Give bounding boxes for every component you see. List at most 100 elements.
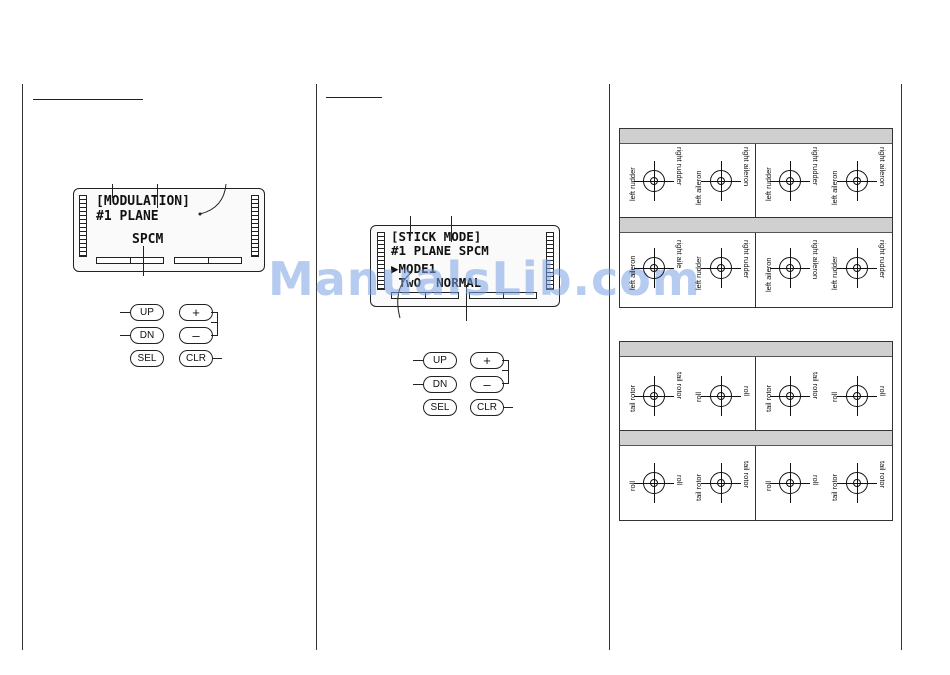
lcd-left-trim-bar — [377, 232, 385, 290]
plus-key[interactable]: + — [470, 352, 504, 369]
callout-line — [410, 216, 411, 236]
stick-label: left rudder — [830, 256, 839, 290]
stick-crosshair-icon — [837, 376, 877, 416]
stick-label: right aileron — [878, 147, 887, 187]
down-key[interactable]: DN — [130, 327, 164, 344]
clear-key[interactable]: CLR — [179, 350, 213, 367]
lcd-line-modulation: [MODULATION] — [96, 194, 190, 209]
stick-label: left aileron — [694, 170, 703, 205]
stick-crosshair-icon — [770, 248, 810, 288]
stick-label: right rudder — [878, 240, 887, 279]
lcd-bottom-trim-right — [174, 257, 242, 264]
lcd-line-model: #1 PLANE SPCM — [391, 243, 489, 258]
column-divider-2 — [609, 84, 610, 650]
lcd-line-mode: SPCM — [132, 232, 164, 247]
stick-crosshair-icon — [837, 463, 877, 503]
stick-label: right rudder — [742, 240, 751, 279]
stick-label: tail rotor — [830, 473, 839, 501]
key-dash — [413, 360, 423, 361]
callout-line — [112, 184, 113, 198]
column-divider-1 — [316, 84, 317, 650]
left-border-line — [22, 84, 23, 650]
key-dash — [503, 407, 513, 408]
heli-stick-mode-table: tail rotor tail rotor roll roll tail rot… — [619, 341, 893, 521]
stick-label: right aileron — [811, 240, 820, 280]
stick-label: tail rotor — [675, 372, 684, 400]
stick-mode-lcd-screen: [STICK MODE] #1 PLANE SPCM ▶MODE1 TwO NO… — [370, 225, 560, 307]
stick-crosshair-icon — [634, 248, 674, 288]
stick-label: tail rotor — [764, 384, 773, 412]
stick-crosshair-icon — [701, 376, 741, 416]
lcd-line-model: #1 PLANE — [96, 209, 159, 224]
stick-crosshair-icon — [837, 248, 877, 288]
lcd-right-trim-bar — [251, 195, 259, 257]
cell-header — [756, 129, 892, 144]
up-key[interactable]: UP — [130, 304, 164, 321]
key-dash — [502, 370, 508, 371]
lcd-left-trim-bar — [79, 195, 87, 257]
stick-mode-cell: tail rotor tail rotor roll roll — [620, 342, 756, 430]
select-key[interactable]: SEL — [423, 399, 457, 416]
key-bracket — [502, 360, 509, 384]
stick-label: tail rotor — [878, 461, 887, 489]
stick-label: right aile — [675, 240, 684, 269]
stick-label: left rudder — [694, 256, 703, 290]
stick-label: tail rotor — [694, 473, 703, 501]
callout-arc — [198, 183, 227, 216]
up-key[interactable]: UP — [423, 352, 457, 369]
callout-line — [466, 285, 467, 321]
lcd-right-trim-bar — [546, 232, 554, 290]
plane-stick-mode-table: left rudder right rudder left aileron ri… — [619, 128, 893, 308]
stick-mode-cell: left rudder right rudder left aileron ri… — [756, 129, 892, 217]
stick-label: left aileron — [764, 257, 773, 292]
stick-label: tail rotor — [742, 461, 751, 489]
key-dash — [212, 358, 222, 359]
stick-mode-cell: left aileron right aile left rudder righ… — [620, 218, 756, 307]
cell-header — [756, 218, 892, 233]
lcd-line-stick-mode: [STICK MODE] — [391, 229, 482, 244]
key-dash — [120, 335, 130, 336]
minus-key[interactable]: – — [470, 376, 504, 393]
stick-label: left aileron — [830, 170, 839, 205]
stick-crosshair-icon — [634, 161, 674, 201]
cell-header — [756, 342, 892, 357]
stick-label: roll — [675, 475, 684, 486]
select-key[interactable]: SEL — [130, 350, 164, 367]
stick-mode-cell: roll roll tail rotor tail rotor — [620, 431, 756, 520]
stick-mode-cell: left rudder right rudder left aileron ri… — [620, 129, 756, 217]
modulation-lcd-screen: [MODULATION] #1 PLANE SPCM — [73, 188, 265, 272]
plus-key[interactable]: + — [179, 304, 213, 321]
right-border-line — [901, 84, 902, 650]
callout-line — [451, 216, 452, 242]
stick-mode-cell: tail rotor tail rotor roll roll — [756, 342, 892, 430]
stick-label: roll — [830, 391, 839, 402]
minus-key[interactable]: – — [179, 327, 213, 344]
clear-key[interactable]: CLR — [470, 399, 504, 416]
lcd-bottom-trim-left — [96, 257, 164, 264]
stick-crosshair-icon — [837, 161, 877, 201]
down-key[interactable]: DN — [423, 376, 457, 393]
stick-label: tail rotor — [628, 384, 637, 412]
stick-label: roll — [878, 386, 887, 397]
stick-crosshair-icon — [701, 161, 741, 201]
lcd-line-type: TwO NORMAL — [391, 275, 482, 290]
lcd-bottom-trim-left — [391, 292, 459, 299]
stick-label: right aileron — [742, 147, 751, 187]
stick-label: tail rotor — [811, 372, 820, 400]
stick-label: right rudder — [675, 147, 684, 186]
stick-crosshair-icon — [701, 248, 741, 288]
stick-crosshair-icon — [770, 161, 810, 201]
stick-label: roll — [628, 480, 637, 491]
stick-label: roll — [742, 386, 751, 397]
stick-label: roll — [694, 391, 703, 402]
stick-crosshair-icon — [770, 463, 810, 503]
stick-crosshair-icon — [634, 463, 674, 503]
key-dash — [120, 312, 130, 313]
cell-header — [620, 342, 756, 357]
stick-label: right rudder — [811, 147, 820, 186]
stick-mode-cell: roll roll tail rotor tail rotor — [756, 431, 892, 520]
key-dash — [211, 322, 217, 323]
stick-label: roll — [764, 480, 773, 491]
callout-arc — [397, 271, 413, 319]
left-heading-underline — [33, 99, 143, 100]
